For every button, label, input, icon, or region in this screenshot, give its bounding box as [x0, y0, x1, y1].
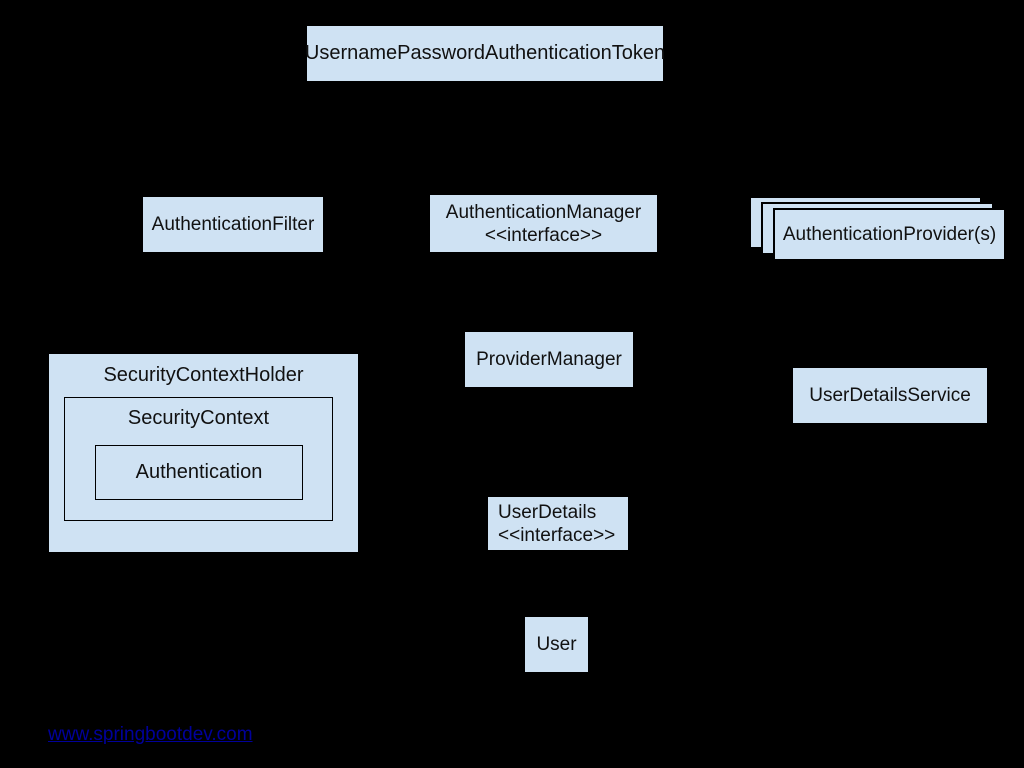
node-user-details: UserDetails <<interface>>: [488, 497, 628, 550]
node-authentication-filter: AuthenticationFilter: [143, 197, 323, 252]
node-label: UserDetails: [498, 501, 597, 523]
node-label: SecurityContextHolder: [103, 364, 304, 386]
node-provider-manager: ProviderManager: [465, 332, 633, 387]
footer-website-link[interactable]: www.springbootdev.com: [48, 724, 253, 745]
node-authentication: Authentication: [95, 445, 303, 500]
node-user-details-service: UserDetailsService: [793, 368, 987, 423]
node-label: UsernamePasswordAuthenticationToken: [304, 42, 666, 64]
node-security-context: SecurityContext Authentication: [64, 397, 333, 521]
node-user: User: [525, 617, 588, 672]
node-authentication-manager: AuthenticationManager <<interface>>: [430, 195, 657, 252]
node-username-password-authentication-token: UsernamePasswordAuthenticationToken: [304, 26, 666, 81]
node-label: UserDetailsService: [809, 385, 971, 406]
node-label: ProviderManager: [476, 349, 622, 370]
node-label: AuthenticationProvider(s): [782, 223, 997, 245]
node-label: Authentication: [135, 461, 263, 483]
node-security-context-holder: SecurityContextHolder SecurityContext Au…: [49, 354, 358, 552]
node-label: SecurityContext: [127, 407, 270, 429]
node-stereotype: <<interface>>: [484, 224, 603, 246]
node-label: User: [536, 634, 577, 655]
node-stereotype: <<interface>>: [498, 524, 616, 546]
node-label: AuthenticationManager: [445, 201, 642, 223]
node-authentication-provider: AuthenticationProvider(s): [773, 208, 1006, 261]
node-label: AuthenticationFilter: [151, 214, 315, 235]
